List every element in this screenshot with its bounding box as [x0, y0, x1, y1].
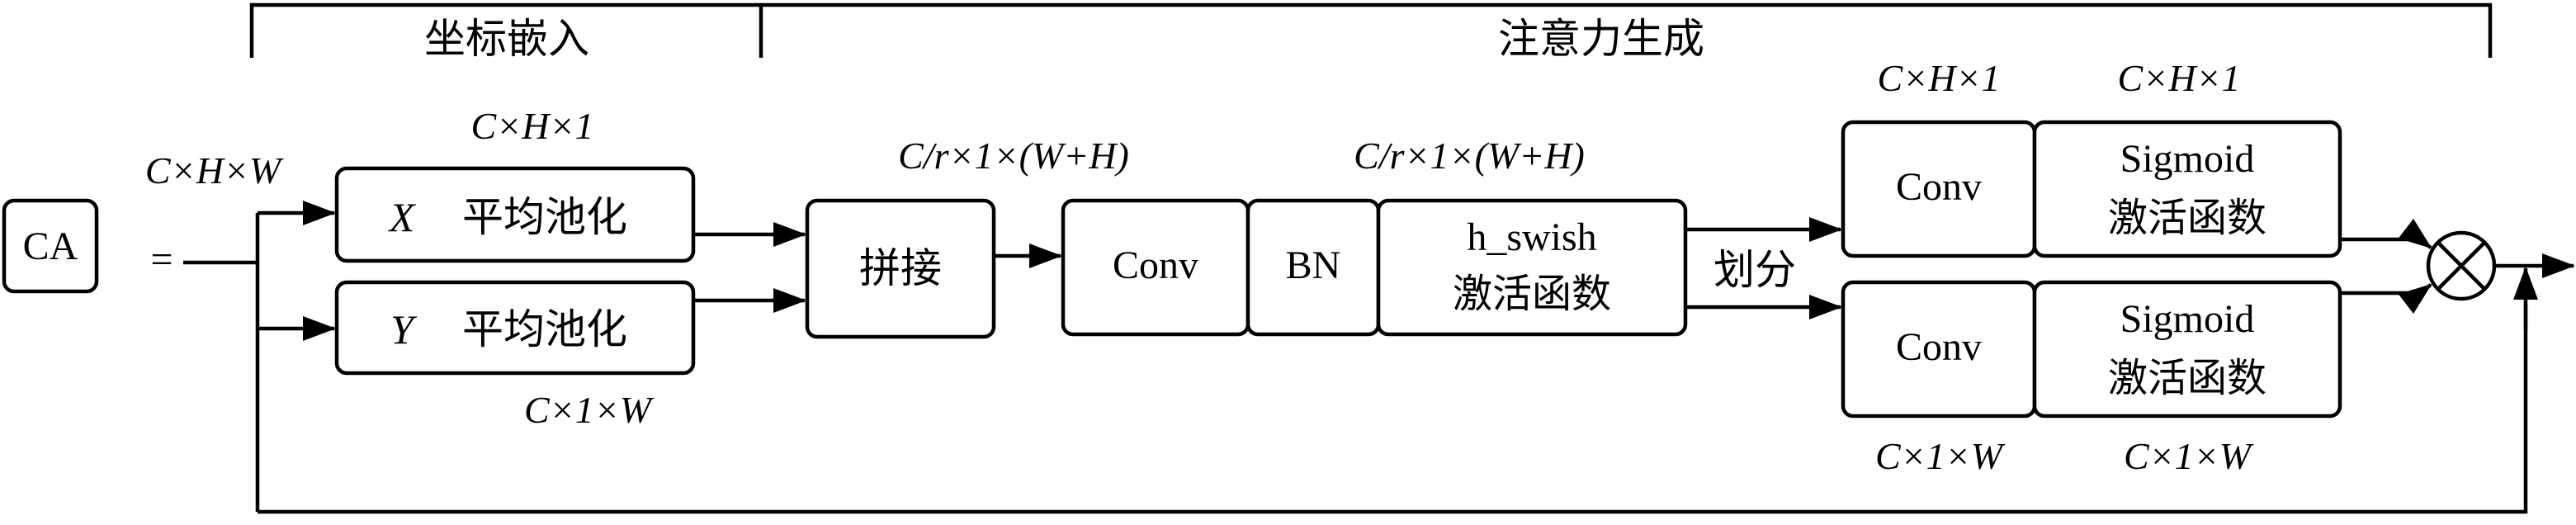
- bottom-conv-dim: C×1×W: [1875, 435, 2006, 477]
- pool-y-box: [334, 280, 696, 376]
- top-sigmoid-line2: 激活函数: [2108, 195, 2266, 241]
- concat-box: [805, 198, 996, 339]
- section-bracket-attention: [761, 2, 2493, 58]
- top-sigmoid-line1: Sigmoid: [2120, 137, 2255, 181]
- multiply-icon: [2426, 230, 2497, 301]
- bottom-sigmoid-line2: 激活函数: [2108, 355, 2266, 401]
- arrow-bottom-to-multiply: [2340, 283, 2432, 315]
- conv-label: Conv: [1113, 244, 1198, 287]
- top-conv-label: Conv: [1896, 165, 1982, 209]
- bottom-conv-label: Conv: [1896, 325, 1982, 369]
- pool-x-box: [334, 166, 696, 263]
- bn-label: BN: [1286, 244, 1341, 287]
- pool-y-label: 平均池化: [462, 305, 627, 353]
- bottom-sigmoid-box: [2032, 280, 2342, 419]
- hswish-box: [1376, 198, 1688, 337]
- hswish-line1: h_swish: [1467, 215, 1596, 259]
- section-title-attention: 注意力生成: [1498, 15, 1704, 63]
- input-dim-label: C×H×W: [145, 149, 284, 192]
- bottom-sigmoid-dim: C×1×W: [2124, 435, 2254, 477]
- split-label: 划分: [1713, 246, 1796, 294]
- arrow-top-to-multiply: [2340, 218, 2432, 249]
- concat-dim: C/r×1×(W+H): [898, 135, 1129, 177]
- pool-x-axis: X: [388, 194, 417, 240]
- section-title-embed: 坐标嵌入: [424, 15, 589, 63]
- concat-label: 拼接: [859, 244, 942, 292]
- top-sigmoid-dim: C×H×1: [2118, 57, 2241, 99]
- pool-y-dim: C×1×W: [524, 389, 655, 431]
- bottom-sigmoid-line1: Sigmoid: [2120, 297, 2255, 341]
- section-bracket-embed: [249, 2, 763, 58]
- top-sigmoid-box: [2032, 120, 2342, 258]
- pool-y-axis: Y: [390, 306, 418, 352]
- ca-label: CA: [23, 225, 78, 268]
- top-conv-dim: C×H×1: [1878, 57, 2001, 99]
- ca-box: [2, 198, 99, 294]
- hswish-dim: C/r×1×(W+H): [1354, 135, 1585, 177]
- equals-sign: =: [150, 238, 173, 281]
- pool-x-dim: C×H×1: [471, 105, 594, 147]
- pool-x-label: 平均池化: [462, 193, 627, 241]
- hswish-line2: 激活函数: [1453, 271, 1611, 317]
- residual-path: [258, 304, 2528, 514]
